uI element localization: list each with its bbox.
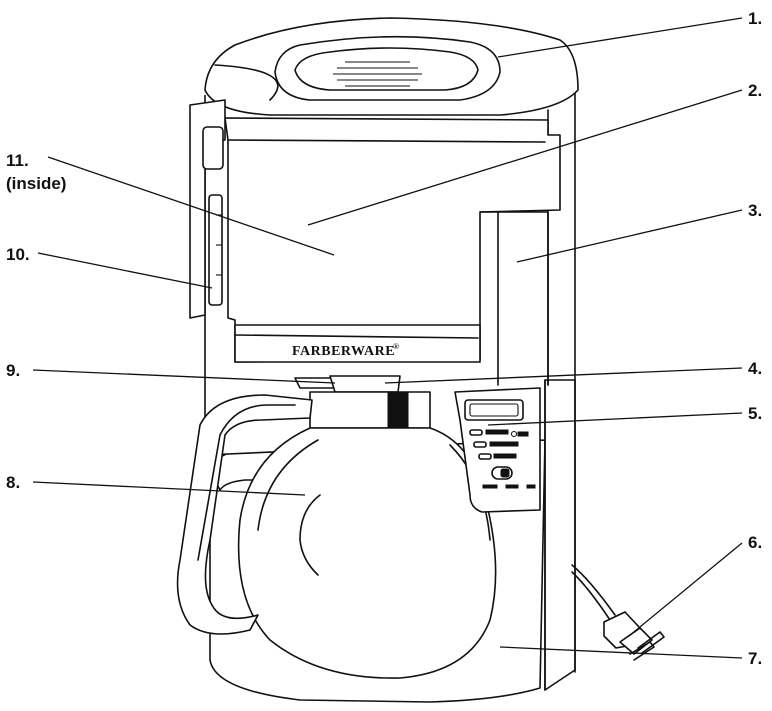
brand-label: FARBERWARE [292,344,395,359]
lid-vent-slots [333,61,422,87]
callout-10: 10. [6,245,30,264]
leader-lines [32,17,743,659]
carafe [176,391,497,679]
callout-11: 11. [6,151,29,170]
brand-registered-mark: ® [393,342,399,351]
callout-5: 5. [748,404,762,423]
callout-4: 4. [748,359,762,378]
callout-6: 6. [748,533,762,552]
callout-11-inside-note: (inside) [6,174,66,193]
callout-1: 1. [748,9,762,28]
callout-8: 8. [6,473,20,492]
callout-3: 3. [748,201,762,220]
callouts: 1. 2. 3. 4. 5. 6. 7. 8. 9. 10. 11. (insi… [6,9,762,668]
callout-2: 2. [748,81,762,100]
callout-9: 9. [6,361,20,380]
lid [204,17,579,116]
water-level-window [189,99,226,319]
filter-housing [224,117,561,386]
callout-7: 7. [748,649,762,668]
power-cord [571,564,665,661]
control-panel [454,387,541,513]
